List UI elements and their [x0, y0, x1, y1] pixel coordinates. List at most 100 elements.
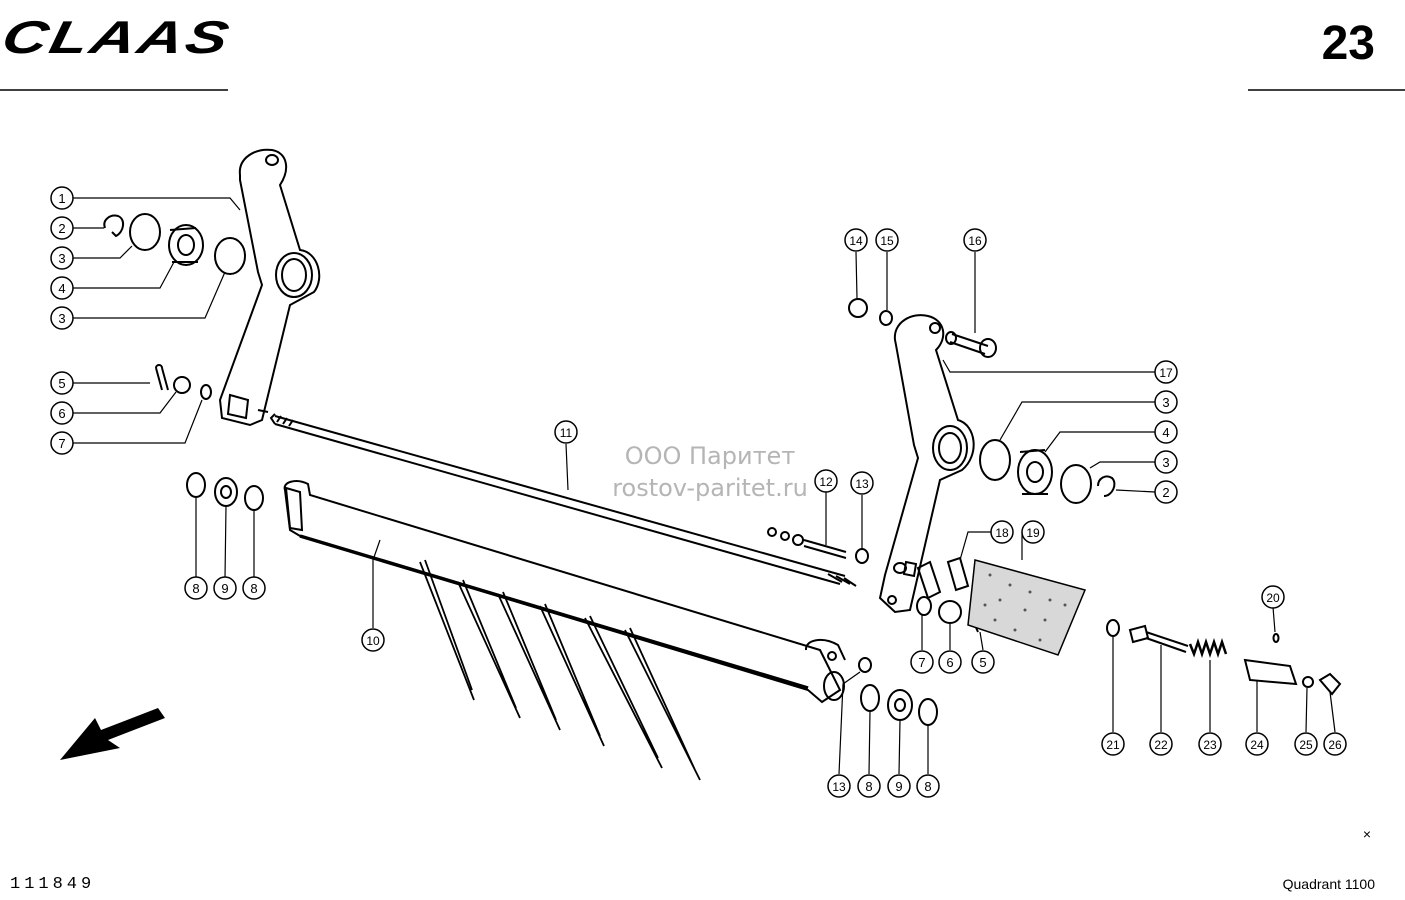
callout-circle [184, 576, 208, 600]
spring-loaded-detent-group [1106, 619, 1342, 696]
callout-3: 3 [1154, 450, 1178, 474]
model-name: Quadrant 1100 [1282, 876, 1375, 892]
callout-label: 21 [1106, 738, 1120, 752]
callout-label: 4 [1162, 425, 1169, 440]
callout-label: 3 [58, 251, 65, 266]
callout-15: 15 [875, 228, 899, 252]
callout-circle [50, 401, 74, 425]
callout-21: 21 [1101, 732, 1125, 756]
callout-label: 4 [58, 281, 65, 296]
watermark-site: rostov-paritet.ru [612, 474, 808, 502]
callout-circle [916, 774, 940, 798]
plate-18b [946, 556, 970, 592]
callout-11: 11 [554, 420, 578, 444]
tine-bar-tube [283, 480, 846, 704]
right-lever-arm [878, 314, 975, 614]
callout-label: 23 [1203, 738, 1217, 752]
callout-label: 2 [1162, 485, 1169, 500]
callout-circle [50, 186, 74, 210]
callout-label: 6 [946, 655, 953, 670]
callout-3: 3 [1154, 390, 1178, 414]
washer-15 [879, 310, 893, 326]
circlip-2b [1097, 475, 1116, 497]
callout-label: 8 [192, 581, 199, 596]
callout-7: 7 [910, 650, 934, 674]
washer-25 [1302, 676, 1314, 688]
ring-3a [129, 213, 161, 251]
decal-19-texture [983, 573, 1067, 642]
callout-5: 5 [50, 371, 74, 395]
callout-2: 2 [1154, 480, 1178, 504]
callout-8: 8 [184, 576, 208, 600]
callout-circle [1021, 520, 1045, 544]
callout-label: 15 [880, 234, 894, 248]
callout-circle [1154, 480, 1178, 504]
callout-6: 6 [50, 401, 74, 425]
callout-8: 8 [916, 774, 940, 798]
callout-circle [850, 471, 874, 495]
plate-18a [916, 560, 942, 600]
callout-19: 19 [1021, 520, 1045, 544]
callout-circle [361, 628, 385, 652]
callout-label: 9 [221, 581, 228, 596]
callout-label: 8 [250, 581, 257, 596]
callout-circle [50, 306, 74, 330]
callout-9: 9 [213, 576, 237, 600]
ring-8d [918, 698, 938, 726]
callout-label: 6 [58, 406, 65, 421]
callout-4: 4 [1154, 420, 1178, 444]
callout-circle [990, 520, 1014, 544]
callout-circle [1294, 732, 1318, 756]
corner-mark: × [1362, 826, 1371, 842]
callout-circle [827, 774, 851, 798]
ball-20 [1272, 633, 1280, 643]
callout-label: 19 [1026, 526, 1040, 540]
callout-8: 8 [857, 774, 881, 798]
callout-circle [1149, 732, 1173, 756]
watermark-company: ООО Паритет [624, 442, 796, 470]
callout-16: 16 [963, 228, 987, 252]
callout-circle [1245, 732, 1269, 756]
callout-circle [1154, 360, 1178, 384]
washer-21 [1106, 619, 1120, 637]
ring-8a [186, 472, 206, 498]
callout-circle [1154, 450, 1178, 474]
ring-8b [244, 485, 264, 511]
callout-4: 4 [50, 276, 74, 300]
ring-3c [979, 439, 1011, 481]
direction-arrow [60, 708, 165, 760]
callout-9: 9 [887, 774, 911, 798]
callout-17: 17 [1154, 360, 1178, 384]
nut-13a [855, 548, 869, 564]
callout-label: 16 [968, 234, 982, 248]
ring-8c [860, 684, 880, 712]
callout-7: 7 [50, 431, 74, 455]
callout-circle [887, 774, 911, 798]
right-bearing-group [979, 439, 1116, 504]
nut-13b [858, 657, 872, 673]
callout-1: 1 [50, 186, 74, 210]
callout-circle [857, 774, 881, 798]
callout-label: 2 [58, 221, 65, 236]
callout-circle [50, 246, 74, 270]
callout-circle [844, 228, 868, 252]
callout-circle [963, 228, 987, 252]
callout-label: 5 [58, 376, 65, 391]
washer-7b [916, 596, 932, 616]
callout-label: 8 [865, 779, 872, 794]
callout-10: 10 [361, 628, 385, 652]
callout-label: 17 [1159, 366, 1173, 380]
callout-label: 24 [1250, 738, 1264, 752]
callout-circle [1261, 585, 1285, 609]
washer-7a [200, 384, 212, 400]
callout-3: 3 [50, 306, 74, 330]
main-shaft [269, 413, 857, 587]
callout-label: 9 [895, 779, 902, 794]
left-fastener-group [155, 364, 212, 400]
left-bearing-group [103, 213, 246, 275]
watermark: ООО Паритет rostov-paritet.ru [560, 440, 860, 504]
callout-label: 13 [855, 477, 869, 491]
bolt-16 [949, 333, 989, 355]
right-top-fasteners [848, 298, 997, 358]
